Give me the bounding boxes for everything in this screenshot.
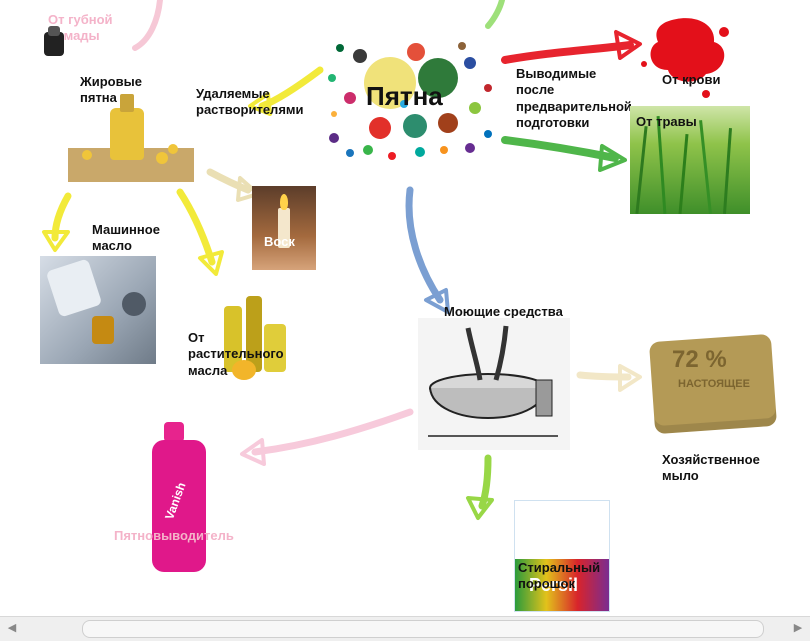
oil-bottle-icon bbox=[68, 90, 194, 182]
arrow-grass bbox=[501, 136, 619, 162]
arrow-veg-oil-head bbox=[198, 250, 224, 276]
soap-stamp-1: 72 % bbox=[672, 346, 727, 373]
label-powder: Стиральный порошок bbox=[518, 560, 601, 592]
scroll-left-icon[interactable]: ◀ bbox=[7, 622, 17, 634]
arrow-machine-oil-head bbox=[42, 230, 70, 252]
label-detergents: Моющие средства bbox=[444, 304, 563, 319]
label-fat: Жировые пятна bbox=[80, 74, 142, 106]
label-wax: Воск bbox=[264, 234, 295, 249]
spray-bottle-icon: Vanish bbox=[146, 422, 212, 574]
arrow-powder-head bbox=[466, 496, 494, 520]
grass-icon bbox=[630, 106, 750, 214]
soap-stamp-2: НАСТОЯЩЕЕ bbox=[678, 378, 750, 390]
label-veg-oil: От растительного масла bbox=[188, 330, 284, 378]
arrow-blood-head bbox=[614, 30, 642, 60]
blood-splatter-icon bbox=[641, 18, 729, 98]
arrow-solvents-head bbox=[248, 92, 272, 116]
arrow-top-green bbox=[485, 0, 505, 29]
arrow-solvents bbox=[258, 66, 324, 110]
center-title: Пятна bbox=[366, 81, 443, 111]
box-brand: Persil bbox=[529, 575, 579, 595]
washtub-icon bbox=[418, 318, 570, 450]
arrow-wax bbox=[206, 168, 252, 194]
arrow-lipstick bbox=[132, 0, 163, 51]
machine-oil-image bbox=[40, 256, 156, 364]
label-soap: Хозяйственное мыло bbox=[662, 452, 760, 484]
label-pretreat: Выводимые после предварительной подготов… bbox=[516, 66, 632, 130]
arrow-soap bbox=[576, 371, 632, 381]
arrow-stain-remover bbox=[251, 408, 414, 456]
arrow-blood bbox=[501, 41, 634, 64]
label-blood: От крови bbox=[662, 72, 721, 87]
arrow-soap-head bbox=[618, 364, 642, 392]
candle-icon bbox=[252, 186, 316, 270]
powder-box-icon: Persil bbox=[514, 500, 610, 612]
soap-bar-icon: 72 % НАСТОЯЩЕЕ bbox=[648, 320, 780, 436]
lipstick-icon bbox=[40, 26, 68, 60]
arrow-detergents bbox=[405, 186, 444, 304]
arrow-powder bbox=[478, 454, 492, 510]
label-grass: От травы bbox=[636, 114, 697, 129]
arrow-veg-oil bbox=[176, 188, 216, 266]
veg-oil-image bbox=[206, 290, 296, 382]
arrow-grass-head bbox=[598, 144, 627, 172]
scroll-right-icon[interactable]: ▶ bbox=[793, 622, 803, 634]
arrow-machine-oil bbox=[51, 192, 72, 242]
arrow-wax-head bbox=[236, 176, 260, 202]
arrow-detergents-head bbox=[424, 288, 450, 314]
scroll-thumb[interactable] bbox=[82, 620, 764, 638]
label-solvents: Удаляемые растворителями bbox=[196, 86, 304, 118]
label-machine-oil: Машинное масло bbox=[92, 222, 160, 254]
paint-splatter-icon bbox=[328, 42, 492, 160]
label-stain-remover: Пятновыводитель bbox=[114, 528, 234, 543]
arrow-stain-remover-head bbox=[240, 438, 266, 466]
